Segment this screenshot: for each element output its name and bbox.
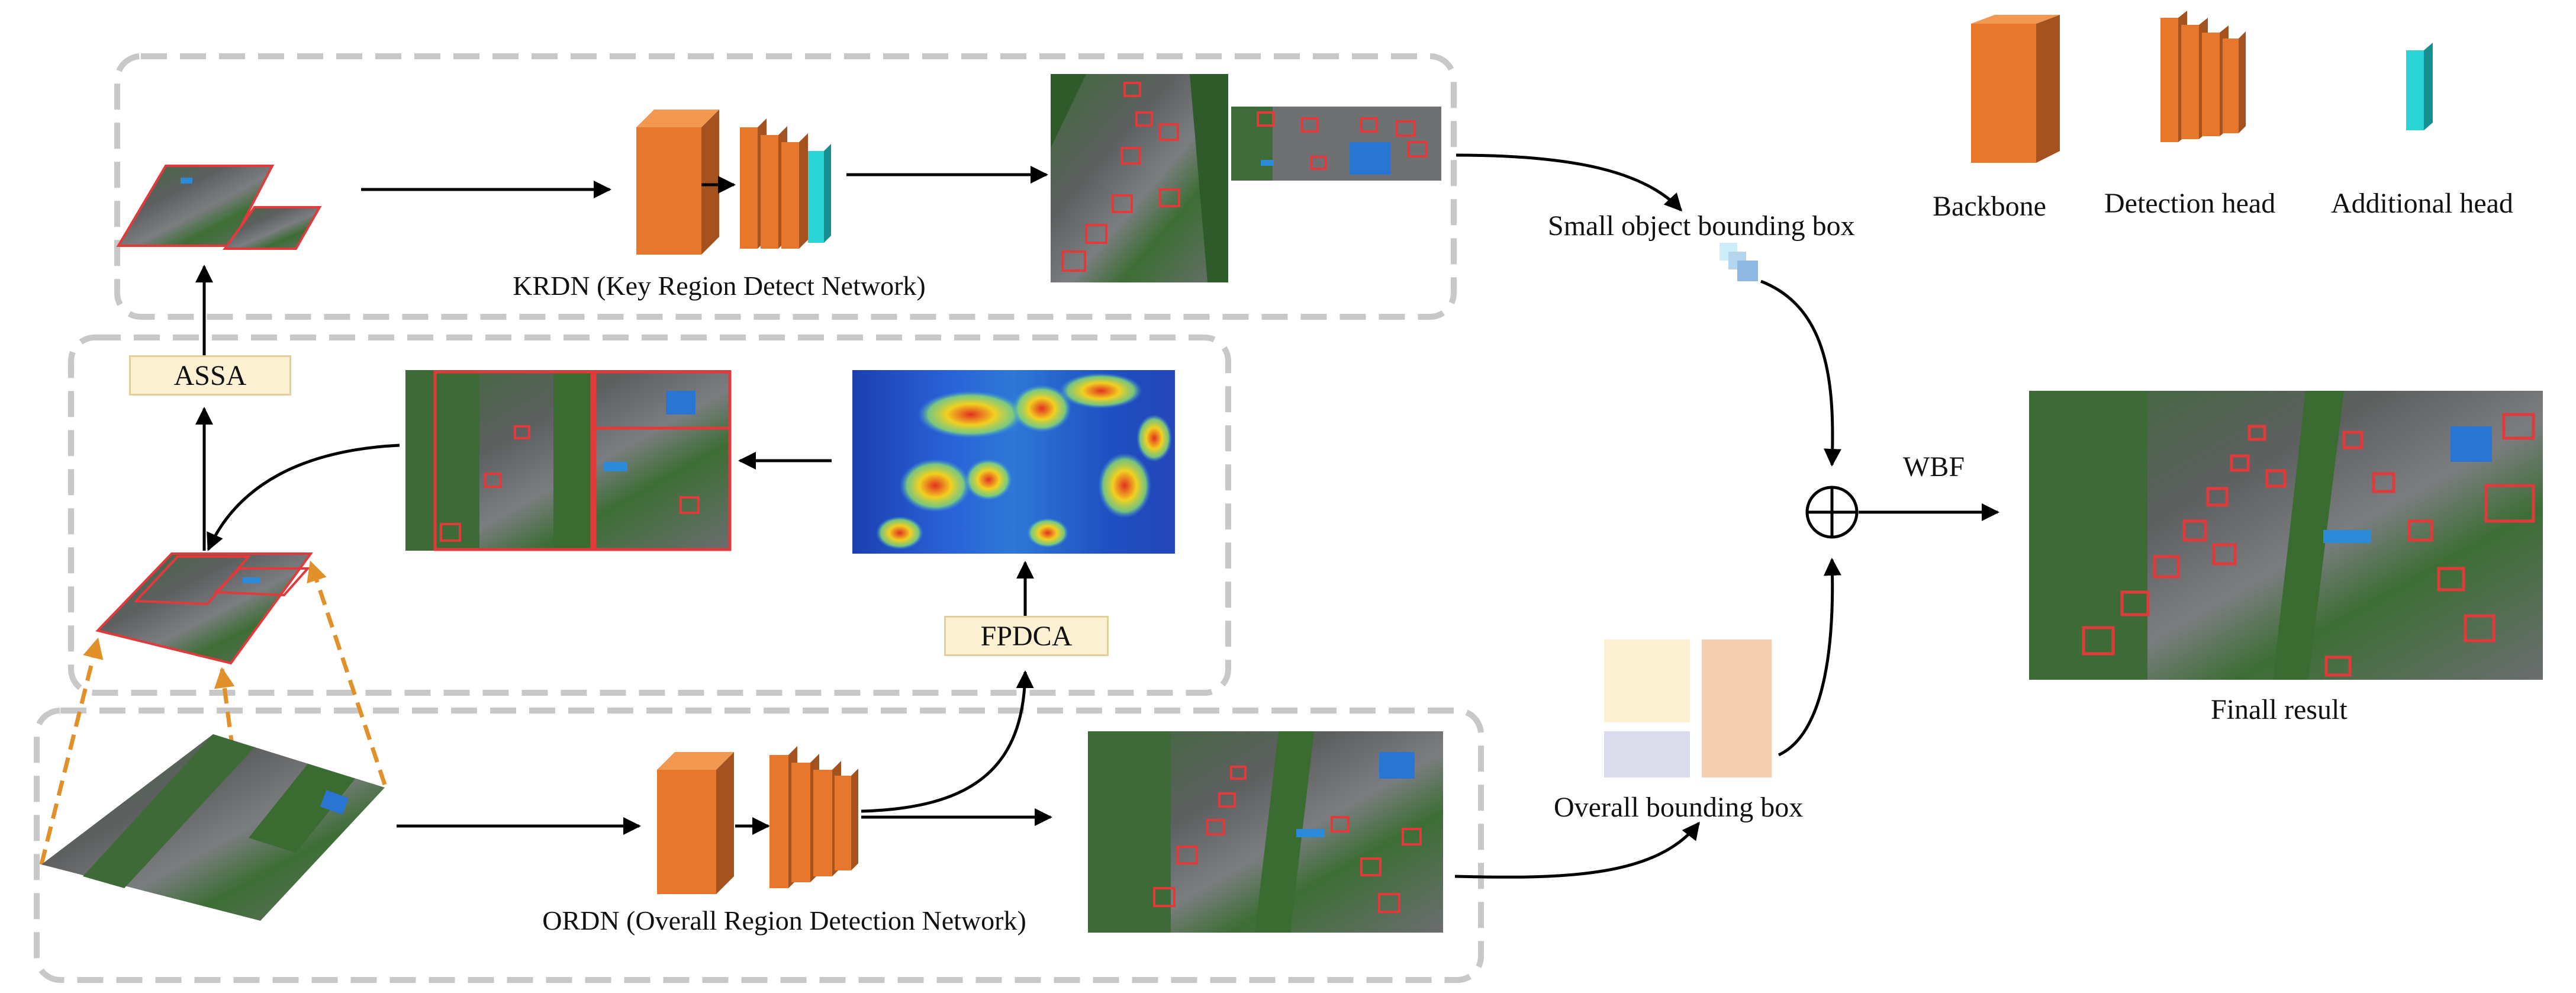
- legend-backbone-label: Backbone: [1933, 191, 2046, 222]
- ordn-detection-image: [1088, 731, 1443, 933]
- wbf-fusion-symbol: [1805, 486, 1859, 539]
- overall-box-icon: [1604, 639, 1772, 777]
- final-result-image: [2029, 391, 2543, 680]
- krdn-detection-image-crop: [1231, 107, 1441, 181]
- small-object-box-icon: [1720, 243, 1758, 281]
- assa-module-label: ASSA: [129, 355, 291, 396]
- attention-heatmap: [852, 370, 1175, 554]
- krdn-label: KRDN (Key Region Detect Network): [513, 271, 925, 301]
- assa-region-image: [405, 370, 732, 551]
- krdn-detection-head: [740, 118, 808, 249]
- assa-group-border: [68, 335, 1231, 696]
- ordn-label: ORDN (Overall Region Detection Network): [542, 905, 1026, 936]
- region-proposal-image: [95, 552, 313, 665]
- arrow-krdn-to-small-box: [1456, 153, 1683, 212]
- fpdca-module-label: FPDCA: [944, 616, 1109, 656]
- krdn-backbone: [636, 110, 719, 255]
- krdn-detection-image: [1051, 74, 1228, 282]
- legend-detection-head-label: Detection head: [2104, 188, 2276, 219]
- legend-additional-head-label: Additional head: [2331, 188, 2513, 219]
- assa-text: ASSA: [173, 359, 247, 391]
- legend-additional-head-icon: [2406, 43, 2433, 130]
- krdn-additional-head: [808, 144, 831, 243]
- ordn-detection-head: [769, 746, 858, 888]
- arrow-region-to-proposal: [207, 444, 400, 551]
- final-result-label: Finall result: [2211, 694, 2348, 725]
- ordn-backbone: [657, 752, 734, 894]
- overall-box-label: Overall bounding box: [1554, 792, 1804, 823]
- legend-detection-head-icon: [2160, 11, 2246, 142]
- small-object-box-label: Small object bounding box: [1548, 210, 1855, 242]
- fpdca-text: FPDCA: [980, 620, 1073, 652]
- wbf-label: WBF: [1903, 451, 1965, 483]
- arrow-overall-box-to-wbf: [1778, 558, 1841, 757]
- ordn-group-border: [34, 708, 1484, 983]
- legend-backbone-icon: [1971, 15, 2060, 163]
- krdn-input-crops: [116, 165, 322, 250]
- ordn-input-image: [41, 734, 385, 921]
- arrow-detections-to-overall-box: [1454, 821, 1700, 879]
- arrow-small-box-to-wbf: [1760, 279, 1841, 467]
- krdn-group-border: [114, 53, 1457, 320]
- arrow-ordn-to-fpdca: [861, 670, 1034, 813]
